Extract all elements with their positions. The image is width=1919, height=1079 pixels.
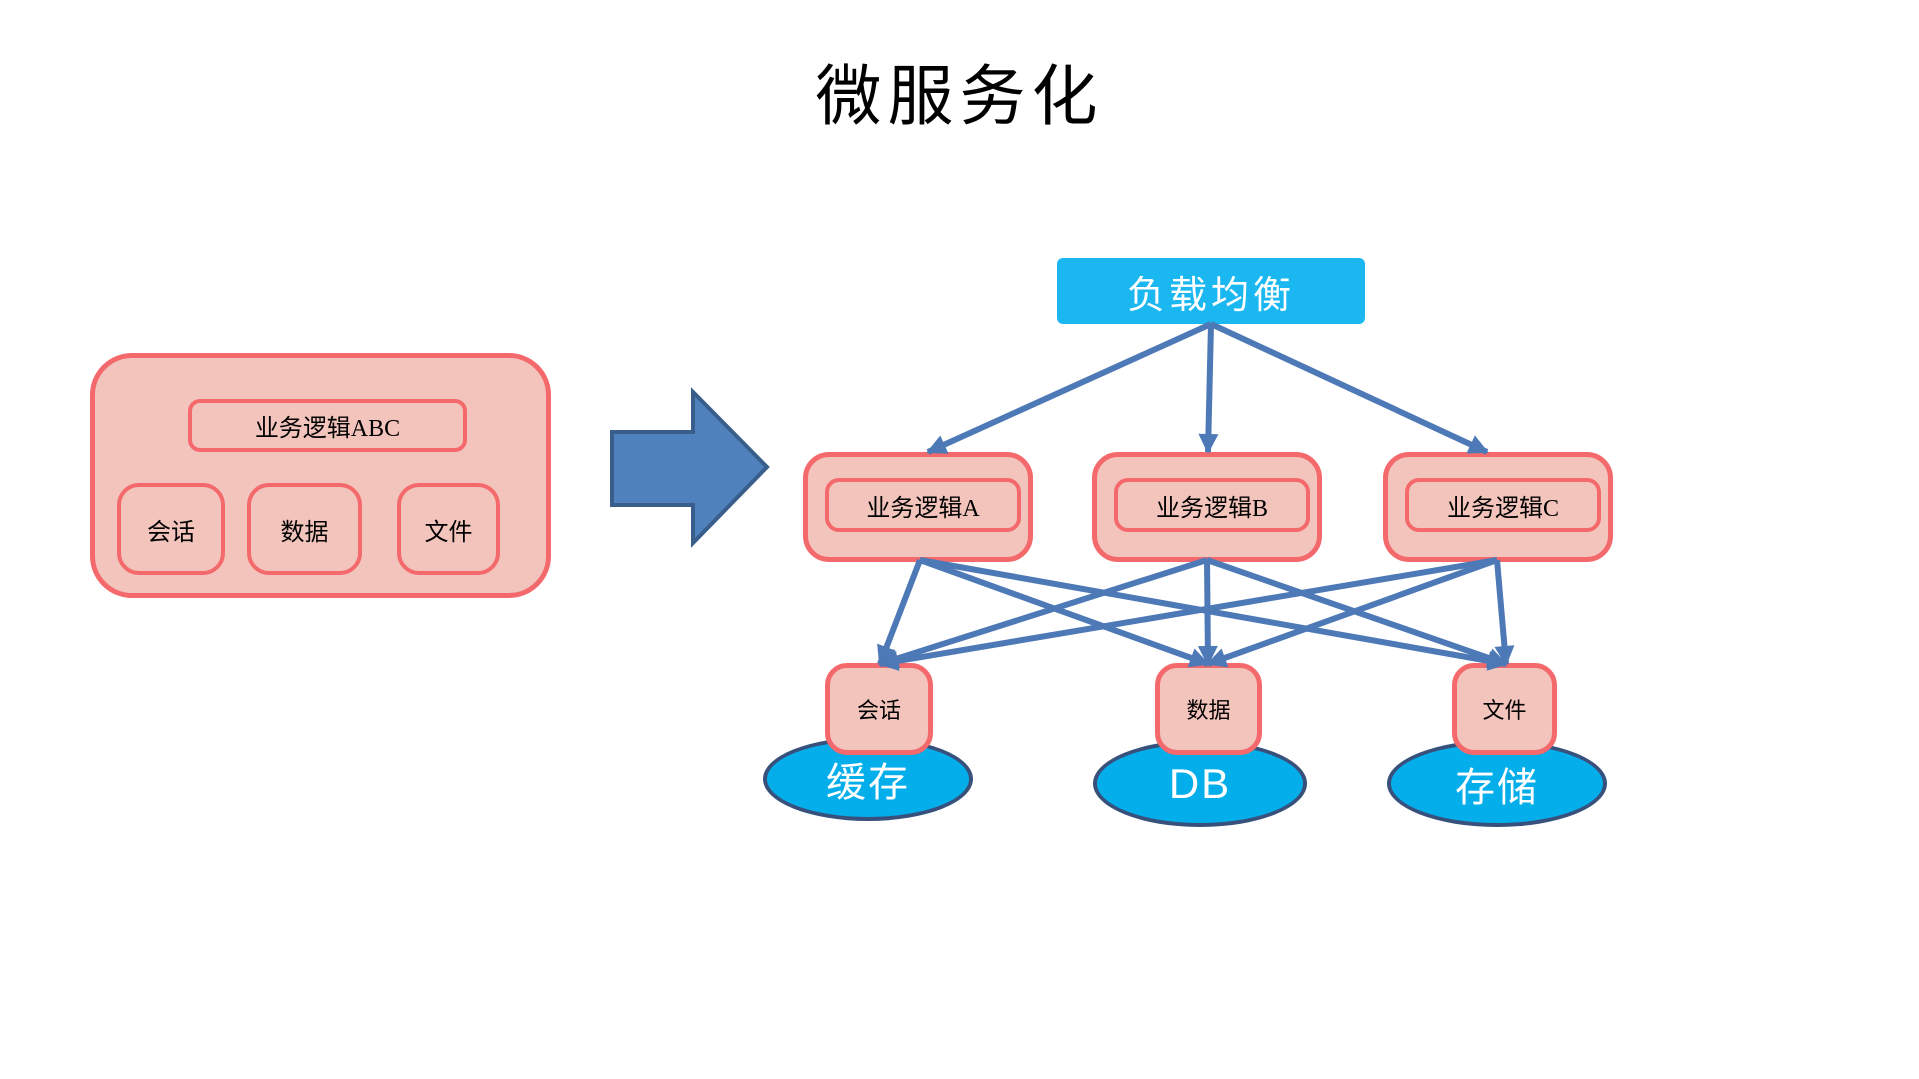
monolith-logic-box: 业务逻辑ABC (188, 399, 467, 452)
edge-service-c-to-store-file (1494, 559, 1515, 666)
edge-service-c-to-store-session (878, 557, 1498, 671)
edge-service-a-to-store-data (918, 557, 1210, 668)
store-box-session: 会话 (825, 663, 933, 755)
service-label-b: 业务逻辑B (1114, 478, 1310, 532)
backend-ellipse-storage: 存储 (1387, 740, 1607, 827)
edge-service-c-to-store-data (1206, 557, 1499, 668)
monolith-component-data: 数据 (247, 483, 362, 575)
service-label-c: 业务逻辑C (1405, 478, 1601, 532)
edge-load-balancer-to-service-b (1198, 323, 1219, 454)
service-label-a: 业务逻辑A (825, 478, 1021, 532)
load-balancer-box: 负载均衡 (1057, 258, 1365, 324)
edge-load-balancer-to-service-a (926, 321, 1213, 455)
edge-service-b-to-store-session (878, 557, 1208, 669)
transform-arrow (610, 387, 770, 548)
monolith-box: 业务逻辑ABC 会话 数据 文件 (90, 353, 551, 598)
edge-service-b-to-store-file (1206, 557, 1508, 668)
store-box-file: 文件 (1452, 663, 1557, 755)
monolith-component-file: 文件 (397, 483, 500, 575)
edge-service-a-to-store-file (919, 557, 1508, 671)
page-title: 微服务化 (815, 61, 1104, 134)
monolith-component-session: 会话 (117, 483, 225, 575)
service-box-b: 业务逻辑B (1092, 452, 1322, 562)
edge-service-b-to-store-data (1197, 559, 1218, 666)
edge-load-balancer-to-service-c (1209, 321, 1489, 455)
store-box-data: 数据 (1155, 663, 1262, 755)
service-box-c: 业务逻辑C (1383, 452, 1613, 562)
edge-service-a-to-store-session (877, 558, 923, 666)
service-box-a: 业务逻辑A (803, 452, 1033, 562)
